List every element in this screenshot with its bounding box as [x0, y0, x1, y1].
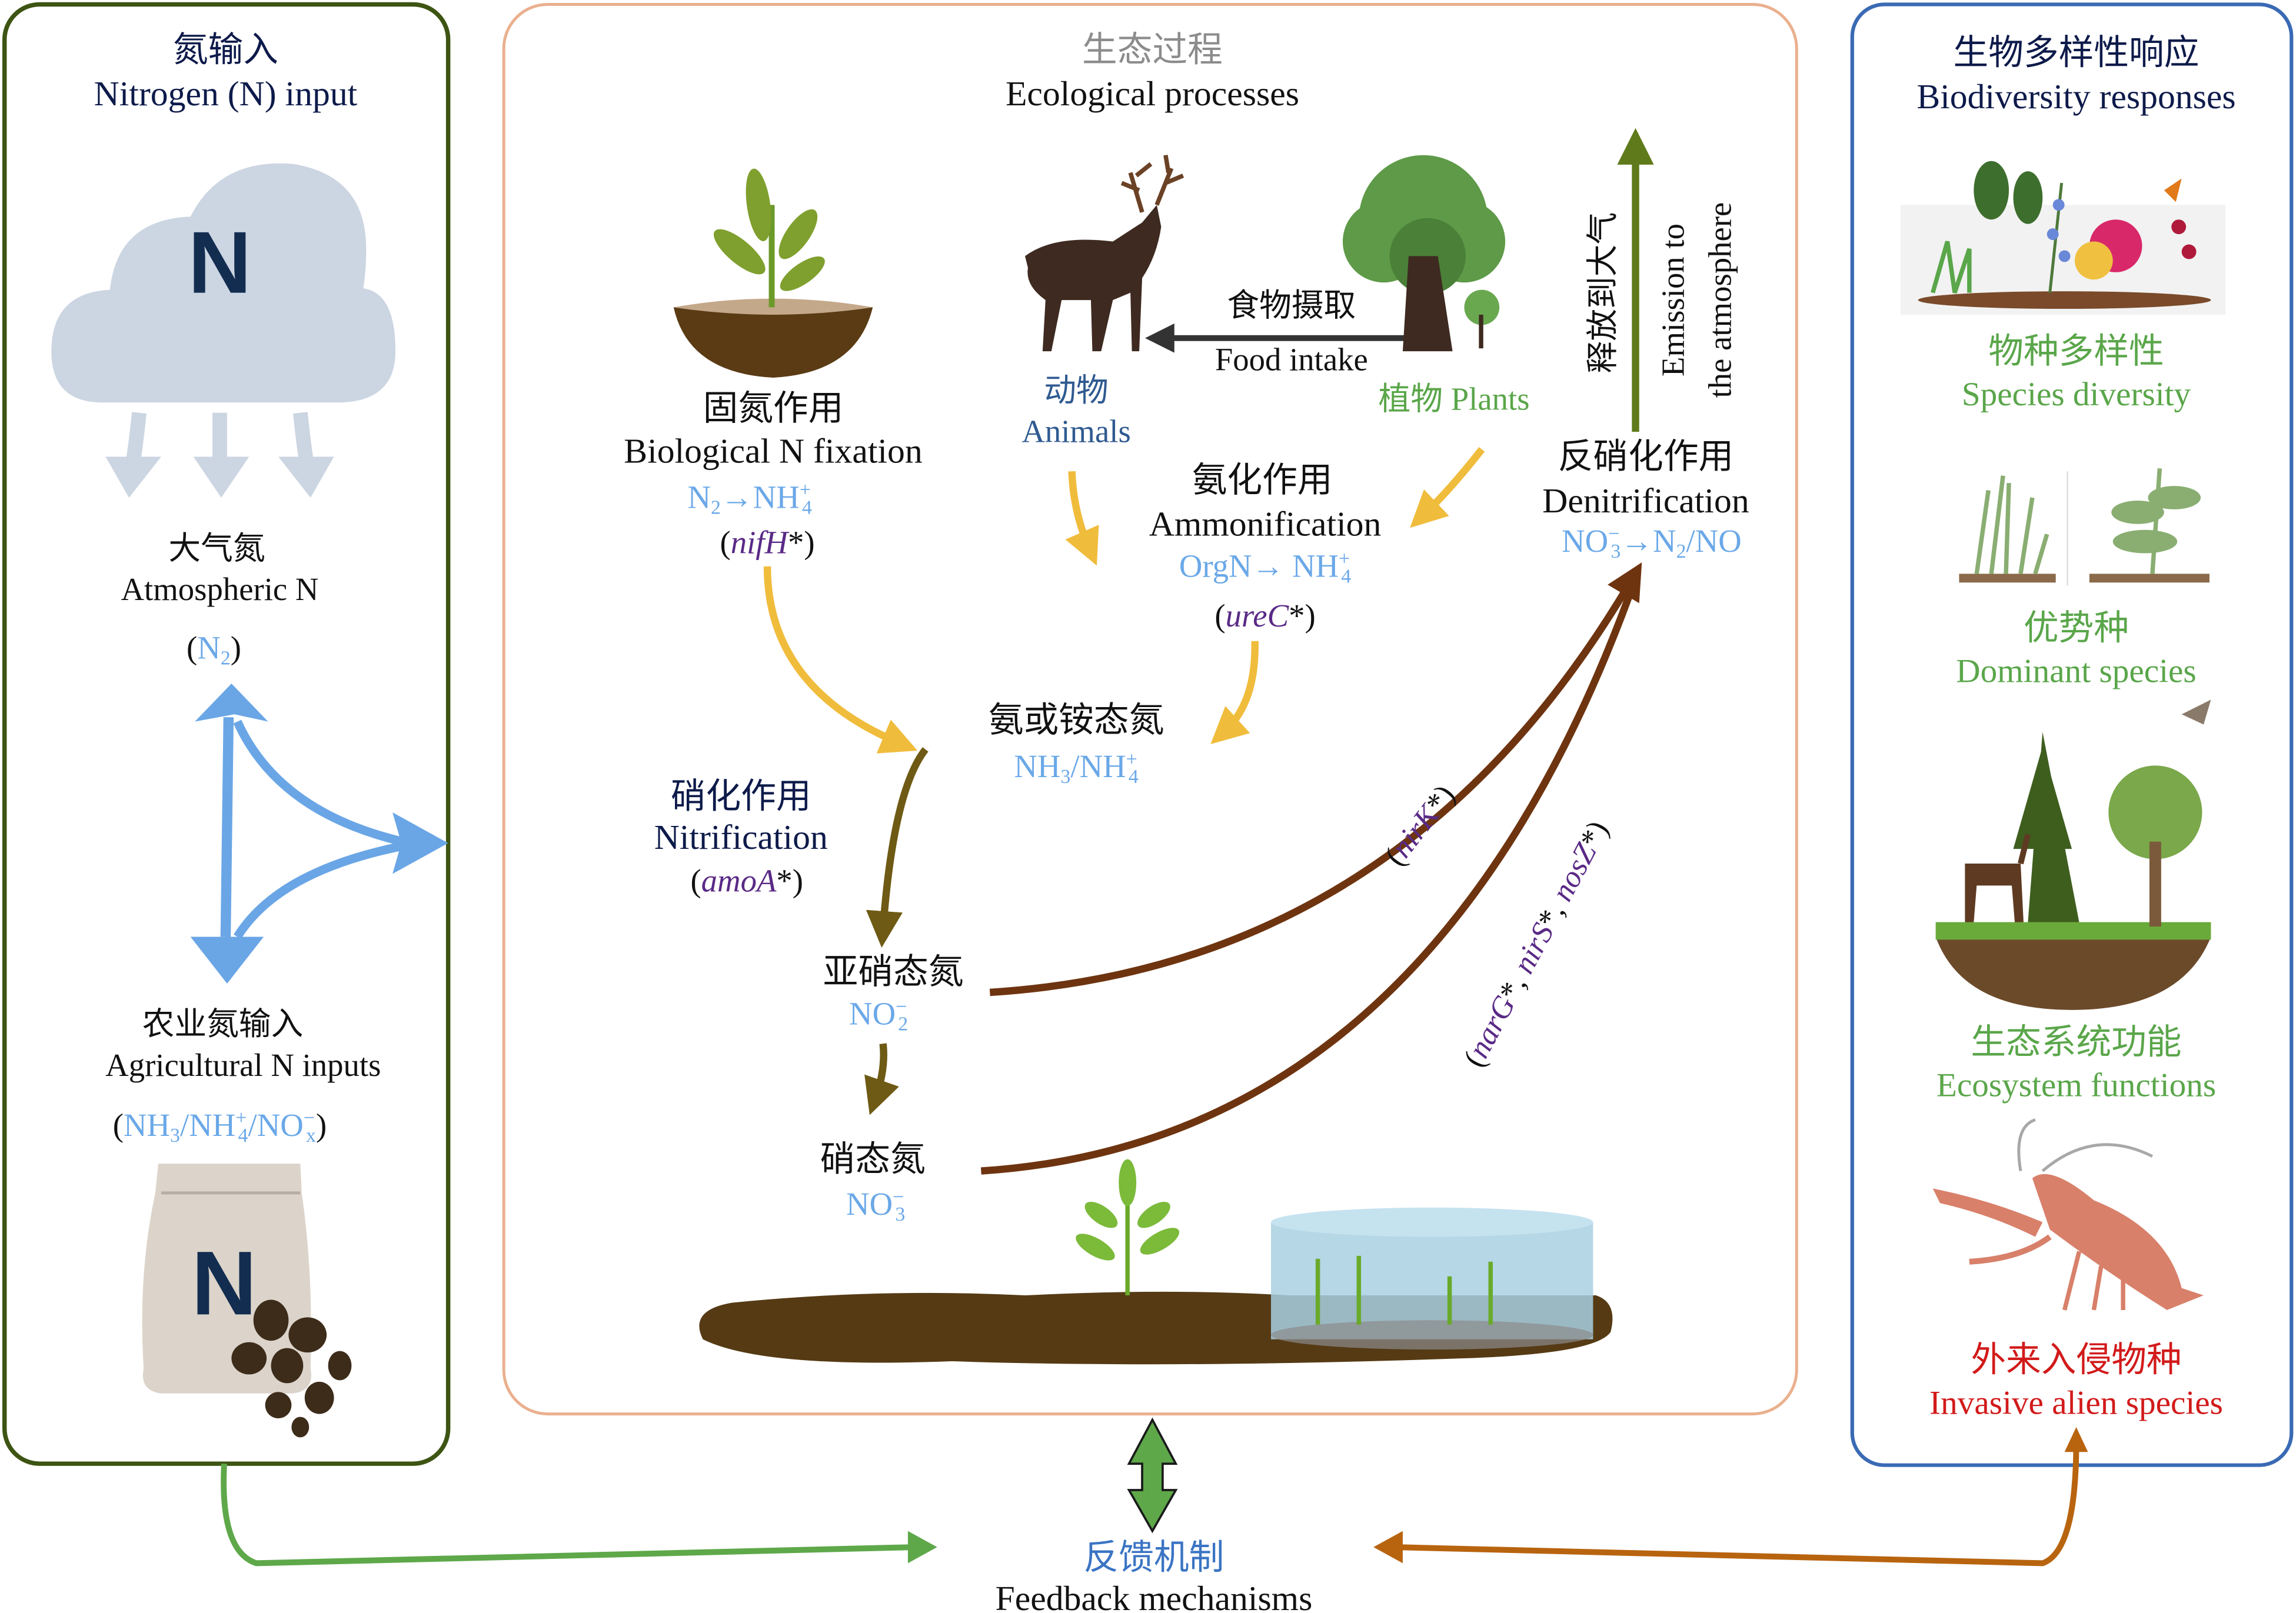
chamber-icon [1271, 1207, 1593, 1350]
atmospheric-n-en: Atmospheric N [121, 571, 319, 607]
panel-title-en: Biodiversity responses [1916, 77, 2235, 116]
panel-title-zh: 生物多样性响应 [1954, 33, 2199, 72]
dominant-species-zh: 优势种 [2024, 608, 2129, 647]
ammonification-arrows [763, 447, 1485, 754]
denitrification-en: Denitrification [1542, 481, 1749, 520]
arrow-to-ecology [392, 812, 448, 874]
atmospheric-n-formula: (N2) [187, 630, 241, 669]
food-intake-en: Food intake [1215, 342, 1368, 378]
cloud-icon: N [51, 163, 396, 498]
panel-title-zh: 生态过程 [1082, 31, 1223, 69]
denitrification-arrows [980, 562, 1642, 1175]
biodiversity-panel: 生物多样性响应 Biodiversity responses 物种多样性 Spe… [1850, 2, 2294, 1467]
fixation-equation: N2→NH+4 [687, 479, 812, 518]
nitrification-gene: (amoA*) [690, 862, 803, 898]
tree-icon [1342, 155, 1506, 352]
left-feedback-arrow [221, 1463, 916, 1567]
ammonification-en: Ammonification [1149, 505, 1382, 544]
fixation-en: Biological N fixation [624, 431, 922, 470]
nitrification-en: Nitrification [654, 818, 828, 857]
ammonification-zh: 氨化作用 [1192, 461, 1333, 499]
ammonification-gene: (ureC*) [1214, 598, 1315, 634]
panel-title-zh: 氮输入 [173, 31, 278, 69]
agricultural-n-formula: (NH3/NH+4/NO−x) [113, 1107, 327, 1147]
species-diversity-en: Species diversity [1962, 376, 2191, 413]
agricultural-n-zh: 农业氮输入 [142, 1006, 304, 1042]
soil-chamber-scene [699, 1159, 1613, 1365]
ammonium-zh: 氨或铵态氮 [989, 701, 1164, 739]
nitrogen-input-panel: 氮输入 Nitrogen (N) input N 大气氮 Atmospheric… [2, 2, 451, 1466]
nitrite-zh: 亚硝态氮 [823, 952, 964, 991]
animals-zh: 动物 [1044, 372, 1108, 408]
ecological-processes-panel: 生态过程 Ecological processes 固氮作用 Biologica… [502, 2, 1798, 1416]
denitrification-equation: NO−3→N2/NO [1562, 523, 1742, 562]
plant-icon [1076, 1159, 1180, 1296]
atmospheric-n-zh: 大气氮 [168, 530, 265, 566]
ecosystem-functions-zh: 生态系统功能 [1971, 1023, 2181, 1062]
fixation-gene: (nifH*) [720, 525, 814, 561]
panel-border [1850, 2, 2294, 1467]
invasive-species-en: Invasive alien species [1929, 1385, 2223, 1422]
deer-icon [1024, 155, 1184, 352]
ammonification-equation: OrgN→ NH+4 [1179, 548, 1351, 587]
seedling-icon [673, 168, 873, 378]
ammonium-equation: NH3/NH+4 [1014, 748, 1139, 788]
agricultural-n-en: Agricultural N inputs [105, 1047, 381, 1083]
nitrate-equation: NO−3 [846, 1186, 905, 1225]
fertilizer-bag-icon: N [142, 1164, 352, 1438]
emission-en-line1: Emission to [1655, 224, 1691, 376]
feedback-section: 反馈机制 Feedback mechanisms [221, 1417, 2088, 1613]
fertilizer-pellets [231, 1299, 352, 1438]
crayfish-icon [1932, 1118, 2204, 1311]
panel-title-en: Nitrogen (N) input [94, 74, 358, 113]
fixation-zh: 固氮作用 [703, 389, 844, 428]
nitrification-zh: 硝化作用 [671, 776, 811, 815]
animals-en: Animals [1021, 413, 1130, 449]
right-feedback-arrow [1393, 1441, 2079, 1567]
feedback-zh: 反馈机制 [1084, 1538, 1224, 1577]
food-intake-zh: 食物摄取 [1227, 287, 1356, 323]
emission-zh: 释放到大气 [1585, 212, 1620, 374]
ecosystem-functions-en: Ecosystem functions [1936, 1067, 2216, 1104]
feedback-en: Feedback mechanisms [996, 1579, 1313, 1613]
ecosystem-icon [1935, 699, 2211, 1010]
nitrification-arrows [864, 747, 929, 1115]
bidirectional-arrow [1127, 1417, 1178, 1534]
bag-letter: N [191, 1232, 257, 1334]
plants-label: 植物 Plants [1379, 381, 1530, 417]
nitrate-zh: 硝态氮 [820, 1140, 926, 1179]
invasive-species-zh: 外来入侵物种 [1971, 1340, 2181, 1379]
species-diversity-icon [1900, 161, 2226, 315]
cloud-letter: N [188, 214, 252, 312]
nitrogen-exchange-arrows [190, 683, 448, 984]
dominant-species-icon [1959, 468, 2210, 586]
nitrite-equation: NO−2 [849, 996, 908, 1035]
dominant-species-en: Dominant species [1956, 653, 2196, 690]
species-diversity-zh: 物种多样性 [1988, 332, 2164, 371]
panel-title-en: Ecological processes [1006, 74, 1299, 113]
emission-en-line2: the atmosphere [1702, 202, 1738, 398]
denitrification-zh: 反硝化作用 [1558, 437, 1734, 476]
